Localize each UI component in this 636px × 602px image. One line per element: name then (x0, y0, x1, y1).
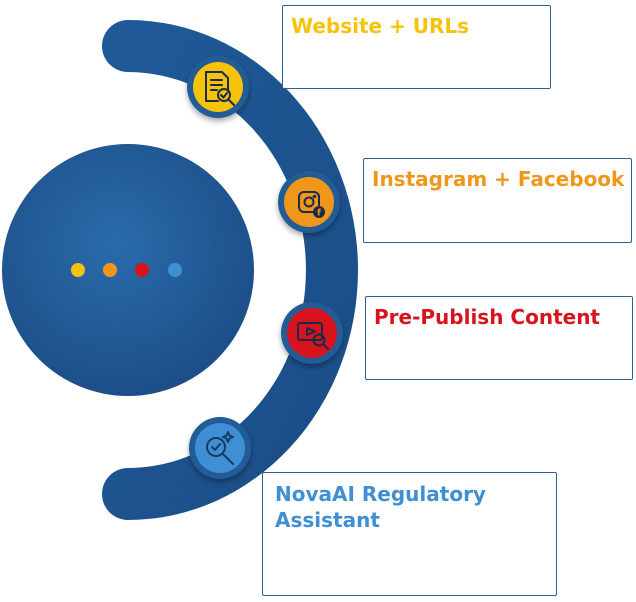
curved-band (102, 20, 358, 520)
card-pre-publish-content: Pre-Publish Content (365, 296, 633, 380)
center-dot-yellow (71, 263, 85, 277)
card-title-pre-publish-content: Pre-Publish Content (374, 305, 600, 329)
card-title-instagram-facebook: Instagram + Facebook (372, 167, 625, 191)
card-novaai-assistant: NovaAI Regulatory Assistant (262, 472, 557, 596)
card-instagram-facebook: Instagram + Facebook (363, 158, 632, 243)
center-dot-orange (103, 263, 117, 277)
center-dot-red (135, 263, 149, 277)
card-title-novaai-assistant: NovaAI Regulatory Assistant (275, 482, 486, 532)
card-website-urls: Website + URLs (282, 5, 551, 89)
svg-text:f: f (317, 209, 321, 219)
card-title-website-urls: Website + URLs (291, 14, 470, 38)
ai-search-icon (189, 417, 251, 479)
center-dot-blue (168, 263, 182, 277)
video-search-icon (281, 302, 343, 364)
center-disc (2, 144, 254, 396)
document-search-icon (187, 56, 249, 118)
instagram-facebook-icon: f (278, 171, 340, 233)
